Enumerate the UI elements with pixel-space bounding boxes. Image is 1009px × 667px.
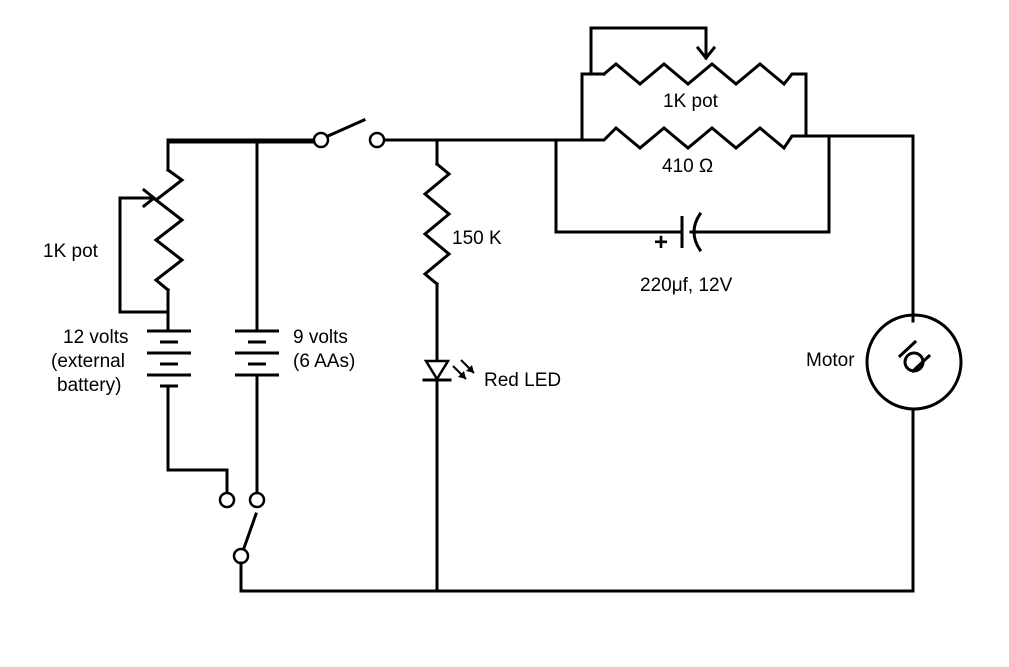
- capacitor: [554, 134, 831, 253]
- motor-label: Motor: [806, 350, 855, 371]
- top-potentiometer: [580, 26, 808, 142]
- capacitor-polarity-label: +: [654, 229, 668, 256]
- capacitor-label: 220μf, 12V: [640, 275, 733, 296]
- motor: [865, 134, 963, 593]
- battery-12v-label-line1: 12 volts: [63, 327, 128, 348]
- battery-9v: [235, 138, 279, 494]
- resistor-150k: [422, 138, 452, 362]
- red-led: [422, 359, 475, 593]
- top-pot-label: 1K pot: [663, 91, 719, 112]
- red-led-label: Red LED: [484, 370, 561, 391]
- battery-12v-label-line3: battery): [57, 375, 121, 396]
- resistor-150k-label: 150 K: [452, 228, 502, 249]
- battery-12v-label-line2: (external: [51, 351, 125, 372]
- battery-selector-switch: [218, 491, 266, 593]
- main-switch: [312, 118, 386, 149]
- left-potentiometer: [118, 138, 185, 332]
- resistor-410-ohm: [580, 125, 808, 151]
- battery-9v-label-line2: (6 AAs): [293, 351, 355, 372]
- battery-12v: [147, 329, 229, 494]
- battery-9v-label-line1: 9 volts: [293, 327, 348, 348]
- resistor-410-label: 410 Ω: [662, 156, 713, 177]
- left-pot-label: 1K pot: [43, 241, 99, 262]
